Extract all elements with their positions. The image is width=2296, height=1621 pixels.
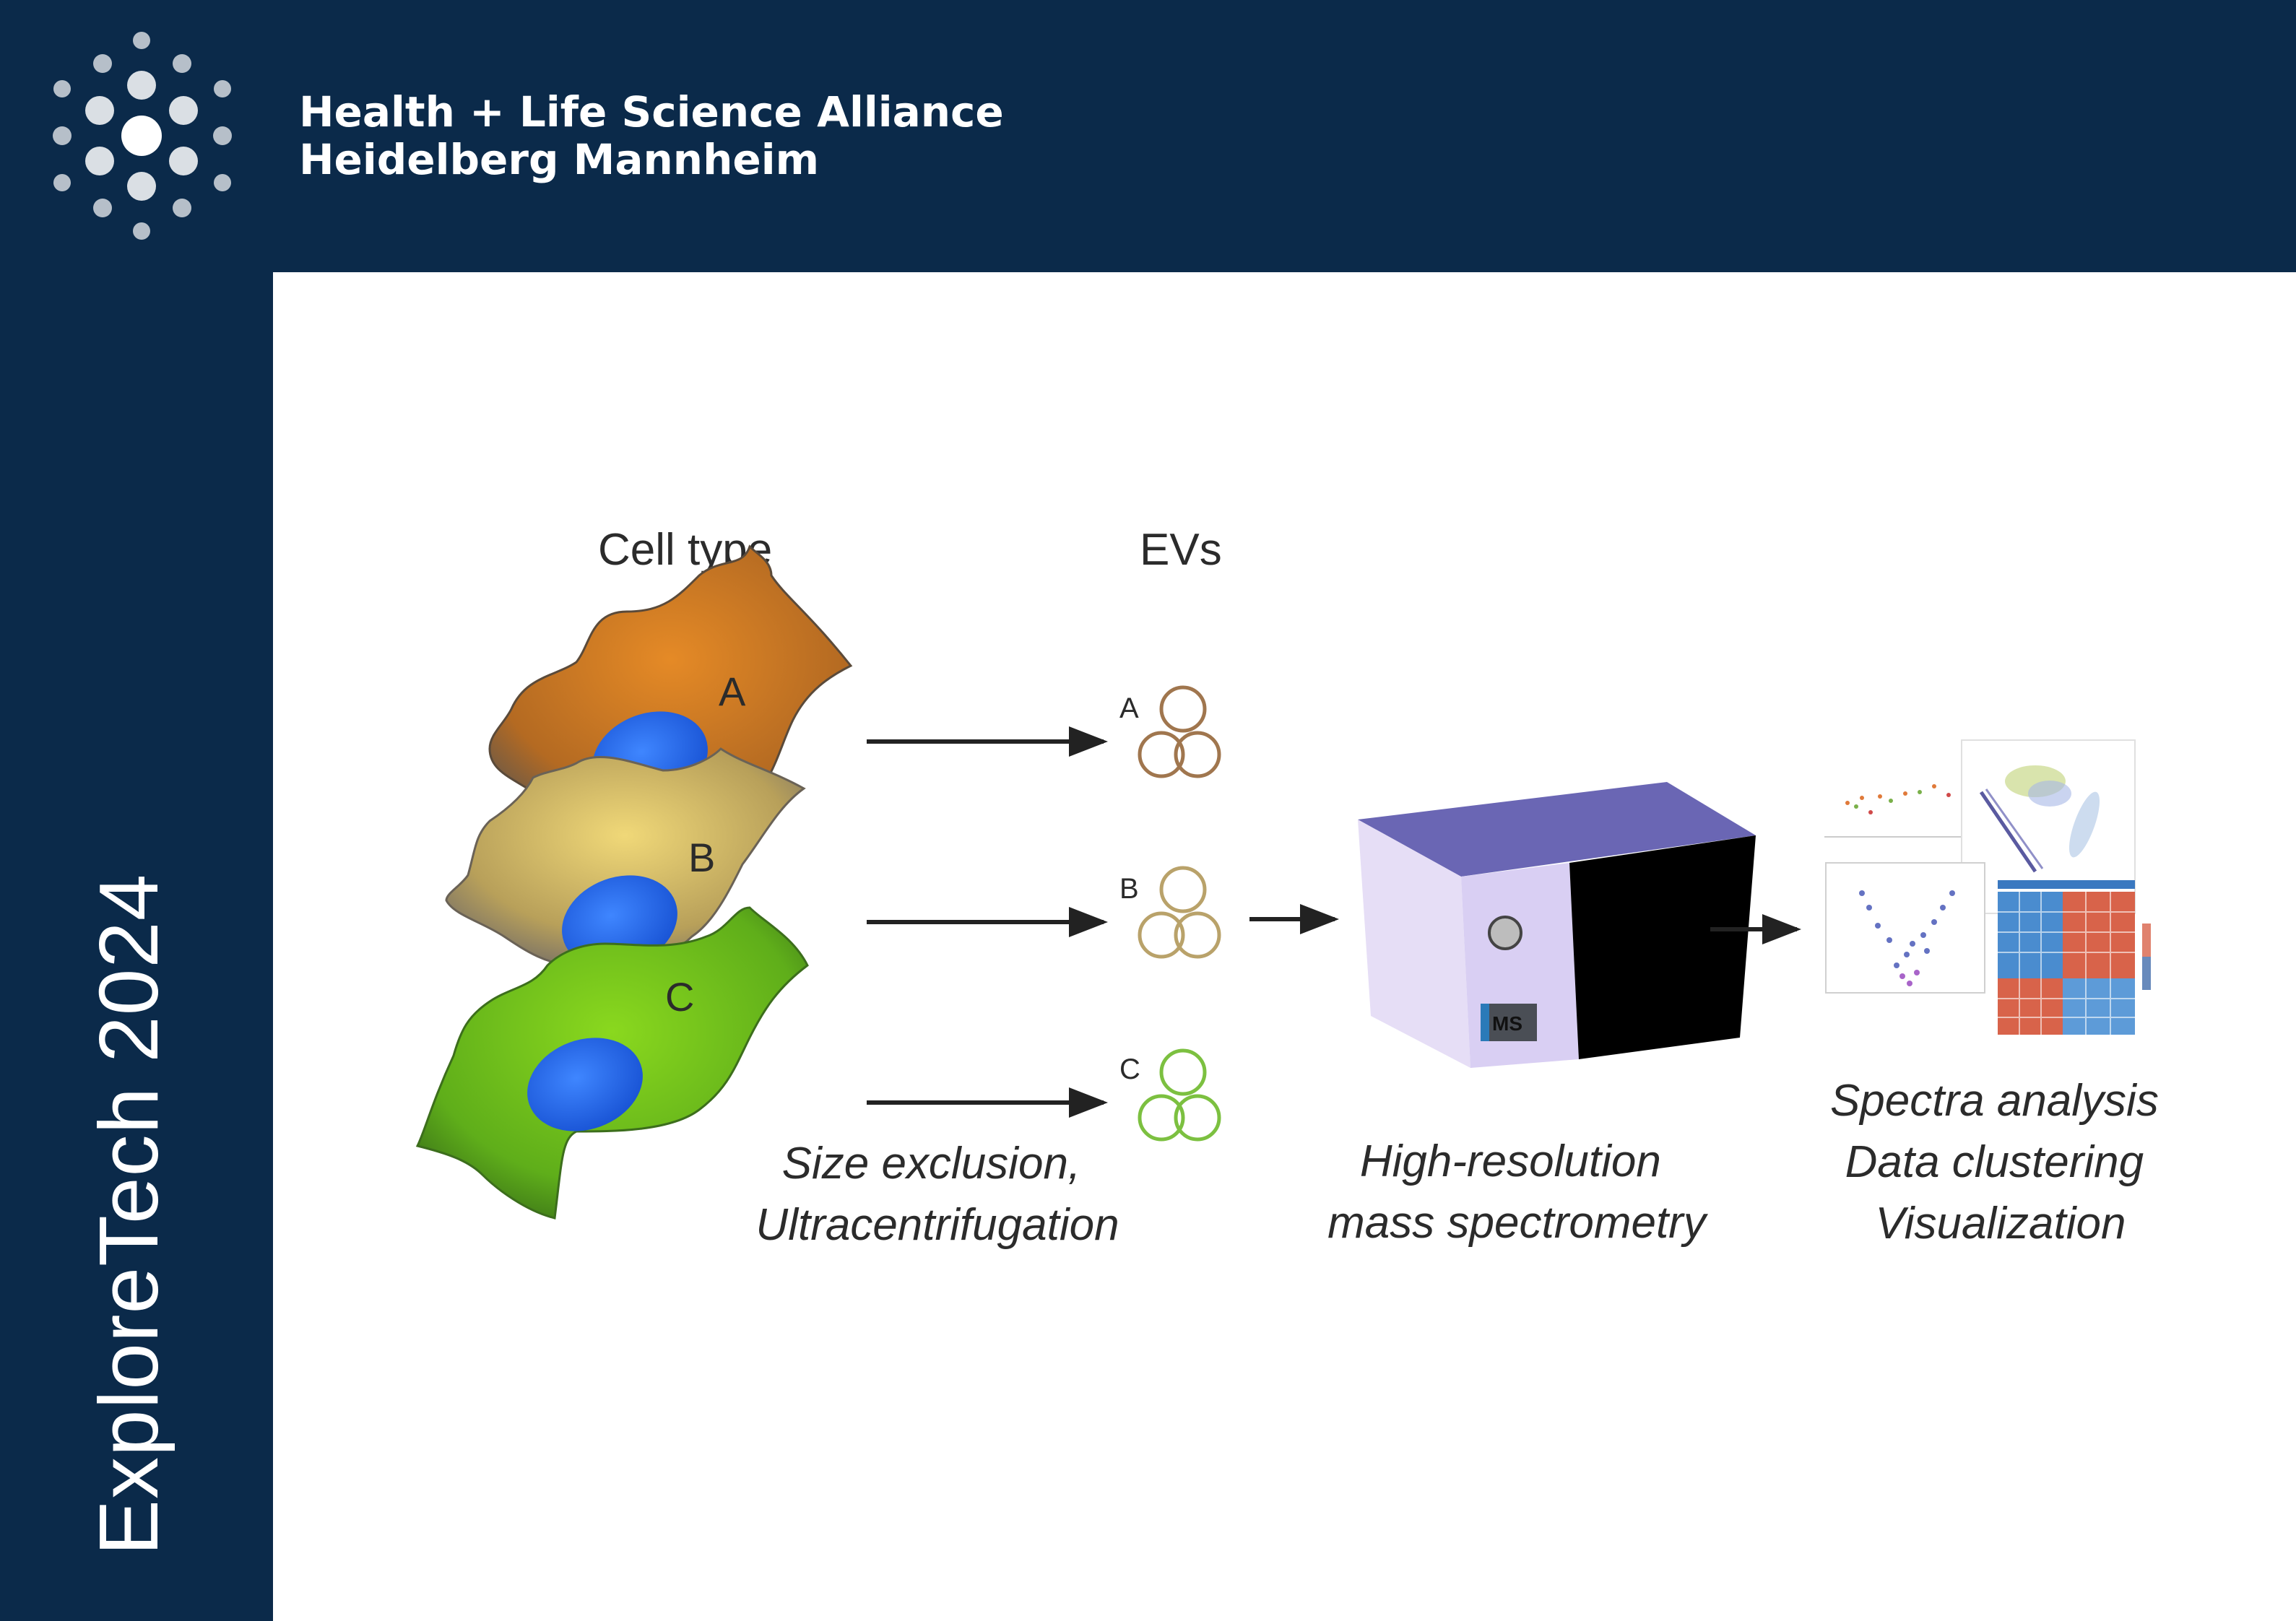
content-panel: Cell type EVs A B C A <box>273 272 2296 1621</box>
ev-label-a: A <box>1119 692 1139 724</box>
alliance-logo-icon <box>53 32 232 240</box>
ev-label-c: C <box>1119 1053 1140 1085</box>
ev-group-c <box>1138 1048 1221 1142</box>
ms-badge: MS <box>1492 1012 1522 1035</box>
heatmap-thumbnail <box>1998 880 2151 1035</box>
ev-group-a <box>1138 685 1221 778</box>
org-name-line-1: Health + Life Science Alliance <box>299 87 1004 136</box>
step2-caption-line-2: mass spectrometry <box>1327 1198 1709 1248</box>
step3-caption: Spectra analysis Data clustering Visuali… <box>1830 1076 2171 1248</box>
step3-caption-line-3: Visualization <box>1876 1199 2126 1248</box>
cell-label-b: B <box>688 835 715 880</box>
step1-caption-line-1: Size exclusion, <box>782 1139 1081 1188</box>
cell-label-c: C <box>665 974 694 1020</box>
step3-caption-line-1: Spectra analysis <box>1830 1076 2159 1126</box>
mass-spectrometer-icon: MS <box>1358 782 1756 1068</box>
event-title: ExploreTech 2024 <box>82 873 176 1556</box>
sidebar: ExploreTech 2024 <box>0 272 273 1621</box>
ev-proteomics-workflow-diagram: Cell type EVs A B C A <box>415 525 2171 1250</box>
cell-label-a: A <box>719 669 746 714</box>
ev-label-b: B <box>1119 873 1139 905</box>
analysis-plots-collage <box>1824 726 2151 1035</box>
volcano-plot-thumbnail <box>1825 862 1985 994</box>
org-name-line-2: Heidelberg Mannheim <box>299 135 820 184</box>
evs-label: EVs <box>1140 525 1222 575</box>
nucleus-c <box>527 1038 643 1131</box>
step2-caption: High-resolution mass spectrometry <box>1327 1137 1709 1248</box>
step1-caption-line-2: Ultracentrifugation <box>755 1200 1119 1250</box>
header-bar: Health + Life Science Alliance Heidelber… <box>0 0 2296 272</box>
step1-caption: Size exclusion, Ultracentrifugation <box>755 1139 1119 1250</box>
step2-caption-line-1: High-resolution <box>1360 1137 1661 1186</box>
cell-c: C <box>415 906 809 1220</box>
step3-caption-line-2: Data clustering <box>1845 1137 2144 1187</box>
ev-group-b <box>1138 866 1221 959</box>
